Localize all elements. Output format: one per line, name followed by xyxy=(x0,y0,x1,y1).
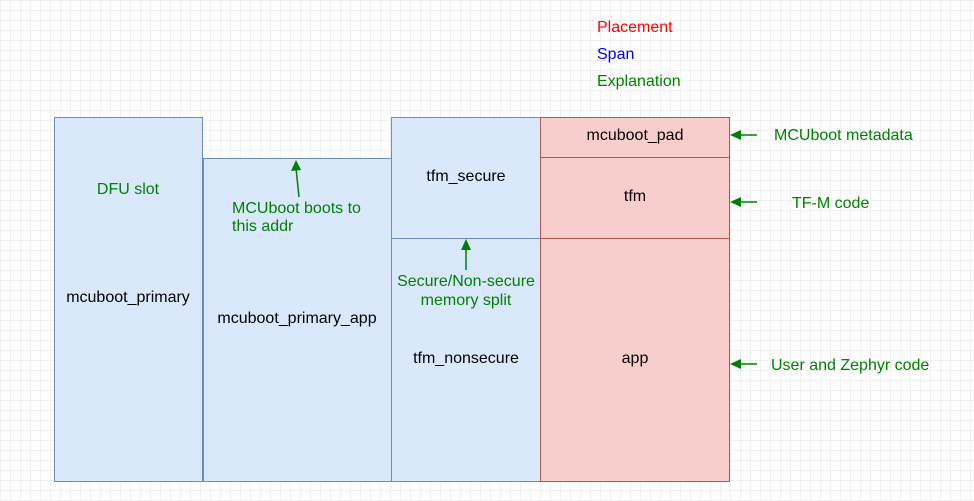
arrow-tfm-code xyxy=(730,197,757,207)
tfm-code-note: TF-M code xyxy=(792,195,870,212)
mcuboot-metadata-note: MCUboot metadata xyxy=(774,127,913,144)
app-label: app xyxy=(621,350,649,367)
app-box[interactable] xyxy=(540,238,730,482)
memory-split-note-line2: memory split xyxy=(420,292,512,309)
tfm-nonsecure-label: tfm_nonsecure xyxy=(413,350,519,367)
tfm-label: tfm xyxy=(623,188,647,205)
mcuboot-primary-label: mcuboot_primary xyxy=(66,289,190,306)
user-zephyr-code-note: User and Zephyr code xyxy=(771,357,930,374)
mcuboot-primary-app-label: mcuboot_primary_app xyxy=(217,310,377,327)
arrow-user-zephyr-code xyxy=(730,359,757,369)
legend-span: Span xyxy=(597,46,635,63)
arrow-mcuboot-metadata xyxy=(730,130,757,140)
dfu-slot-note: DFU slot xyxy=(96,181,160,198)
mcuboot-primary-app-box[interactable] xyxy=(203,158,392,482)
tfm-secure-label: tfm_secure xyxy=(426,168,506,185)
tfm-nonsecure-box[interactable] xyxy=(391,238,541,482)
legend-placement: Placement xyxy=(597,19,673,36)
mcuboot-pad-label: mcuboot_pad xyxy=(586,127,684,144)
tfm-box[interactable] xyxy=(540,157,730,239)
memory-split-note-line1: Secure/Non-secure xyxy=(397,273,535,290)
mcuboot-boots-note-line2: this addr xyxy=(232,218,294,235)
mcuboot-primary-box[interactable] xyxy=(54,117,203,482)
mcuboot-boots-note-line1: MCUboot boots to xyxy=(232,200,361,217)
legend-explanation: Explanation xyxy=(597,73,681,90)
